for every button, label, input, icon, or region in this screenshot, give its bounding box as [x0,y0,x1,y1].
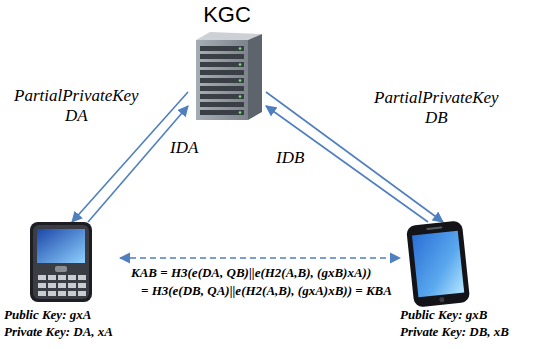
phone-b-icon [406,220,470,307]
phone-key [58,275,66,280]
server-slot [200,62,244,67]
server-slot [200,102,244,107]
server-led [239,47,242,50]
server-slot [200,54,244,59]
phone-key [78,275,86,280]
server-led [239,63,242,66]
server-slot [200,110,244,115]
phone-key [58,283,66,288]
edge-label: PartialPrivateKey DA [12,86,141,126]
phone-button [439,297,444,302]
phone-body [30,222,92,302]
phone-key [68,291,76,296]
server-led [239,95,242,98]
key-label: Private Key: DA, xA [4,323,120,340]
server-slot [200,94,244,99]
server-led [239,79,242,82]
phone-key [48,291,56,296]
edge-label: PartialPrivateKey DB [372,88,501,128]
node-title: KGC [188,2,266,28]
phone-screen [37,229,85,263]
server-slot [200,46,244,51]
phone-a-node: Public Key: gxAPrivate Key: DA, xA [4,222,120,340]
phone-key [48,283,56,288]
edge-label: IDB [274,148,306,168]
server-side [248,34,262,120]
phone-key [38,283,46,288]
phone-trackpad [55,266,67,272]
phone-key [78,291,86,296]
phone-key [78,283,86,288]
formula-label: = H3(e(DB, QA)||e(H2(A,B), (gxA)xB)) = K… [140,283,393,299]
formula-label: KAB = H3(e(DA, QB)||e(H2(A,B), (gxB)xA)) [130,265,372,281]
phone-key [48,275,56,280]
phone-speaker [426,226,442,230]
phone-key [38,291,46,296]
key-label: Public Key: gxA [4,306,120,323]
phone-key [68,275,76,280]
server-front [196,40,248,120]
server-led [239,111,242,114]
server-icon [196,32,262,120]
phone-key [58,291,66,296]
phone-bezel [33,225,89,299]
key-label: Public Key: gxB [400,306,516,323]
phone-key [38,275,46,280]
server-slot [200,78,244,83]
server-slot [200,70,244,75]
key-label: Private Key: DB, xB [400,323,516,340]
phone-key [68,283,76,288]
edge-label: IDA [168,138,200,158]
phone-a-icon [30,222,92,302]
dashed-connector [120,257,400,259]
phone-body [406,220,470,307]
phone-b-node: Public Key: gxBPrivate Key: DB, xB [400,222,516,340]
server-slot [200,86,244,91]
kgc-server-node: KGC [188,2,266,124]
phone-screen [412,231,464,297]
